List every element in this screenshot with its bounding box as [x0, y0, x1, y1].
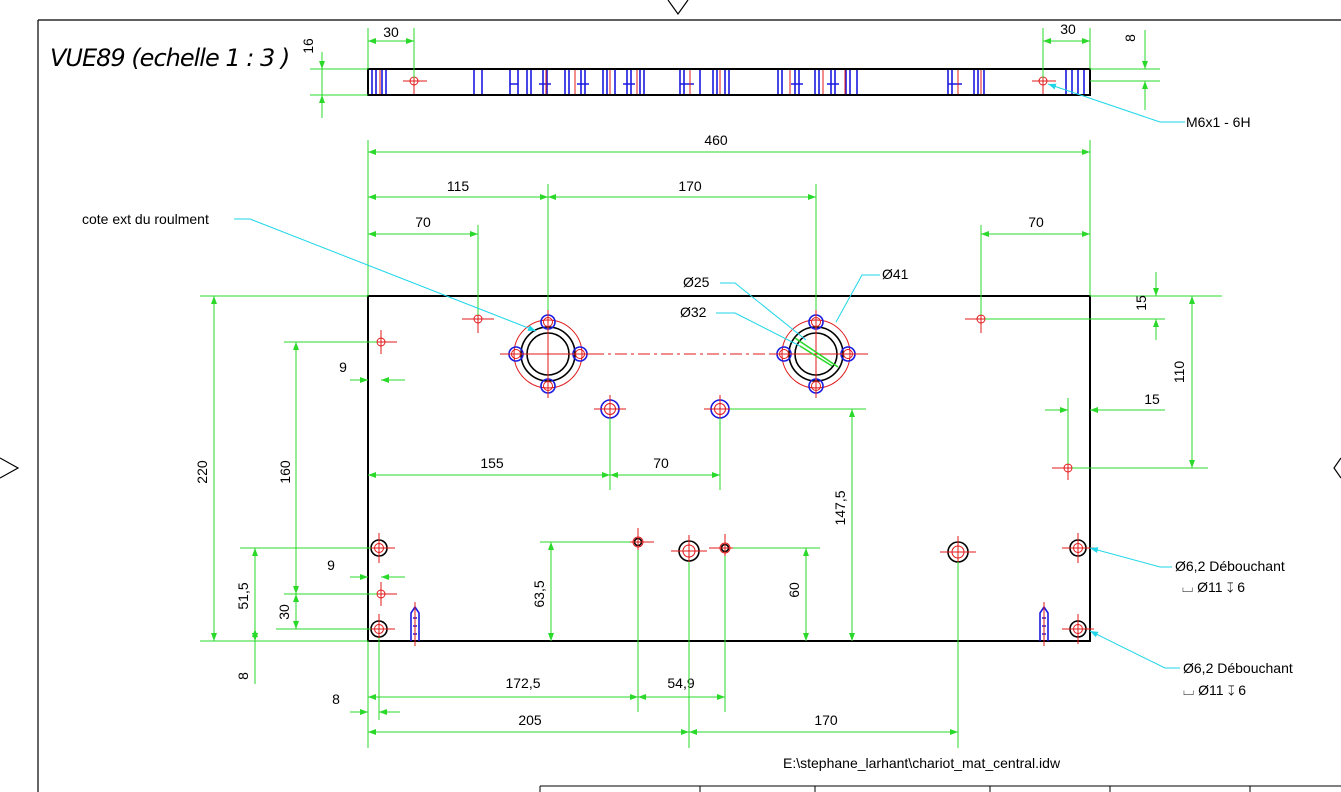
dim-30-right: 30: [1060, 21, 1076, 37]
counterbored-hole: [1062, 614, 1094, 644]
dim-70-mid: 70: [653, 455, 669, 471]
file-path: E:\stephane_larhant\chariot_mat_central.…: [783, 755, 1061, 771]
side-view-outline: [367, 68, 1091, 96]
dim-70-left: 70: [415, 214, 431, 230]
dim-170-bottom: 170: [814, 712, 838, 728]
dim-115: 115: [447, 178, 470, 194]
edge-tapped-hole: [410, 602, 420, 646]
counterbored-hole: [671, 535, 707, 567]
hole-note-2-line1: Ø6,2 Débouchant: [1183, 660, 1293, 676]
dim-160: 160: [277, 460, 293, 484]
dim-205: 205: [518, 712, 542, 728]
view-title: VUE89 (echelle 1 : 3 ): [50, 44, 289, 72]
dim-8-bottom: 8: [332, 691, 340, 707]
side-view-hidden-holes: [371, 70, 1085, 94]
hole-note-1-line2: ⌴ Ø11 ↧ 6: [1182, 579, 1245, 595]
dim-70-right: 70: [1028, 214, 1044, 230]
dim-54-9: 54,9: [667, 675, 694, 691]
dim-170-top: 170: [678, 178, 702, 194]
dia25-label: Ø25: [683, 274, 710, 290]
hole-note-2-line2: ⌴ Ø11 ↧ 6: [1183, 682, 1246, 698]
plate-dimensions: 460 115 170 70 70 15 110 15 9 220: [194, 132, 1222, 748]
dim-16: 16: [300, 38, 316, 54]
plate-outline: [367, 295, 1091, 642]
dim-172-5: 172,5: [505, 675, 540, 691]
edge-tapped-hole: [1039, 602, 1049, 646]
side-view-centerlines: [379, 70, 1056, 94]
dim-15-top: 15: [1133, 295, 1149, 311]
dim-8-top: 8: [1122, 34, 1138, 42]
dim-460: 460: [704, 132, 728, 148]
thread-note: M6x1 - 6H: [1186, 114, 1251, 130]
hole-note-1-line1: Ø6,2 Débouchant: [1175, 558, 1285, 574]
dim-63-5: 63,5: [531, 580, 547, 607]
dim-8-left: 8: [235, 672, 251, 680]
center-mark-right: [1333, 457, 1341, 479]
dim-51-5: 51,5: [235, 582, 251, 609]
dim-9-bottom: 9: [327, 557, 335, 573]
side-view: [367, 68, 1091, 96]
bearing-bore-left: [502, 310, 594, 398]
dim-30-left: 30: [383, 24, 399, 40]
dim-147-5: 147,5: [832, 490, 848, 525]
dim-155: 155: [480, 455, 504, 471]
dim-60: 60: [786, 582, 802, 598]
dim-30-left: 30: [276, 604, 292, 620]
dim-110: 110: [1171, 361, 1187, 384]
bearing-note: cote ext du roulment: [82, 211, 209, 227]
annotations: cote ext du roulment Ø25 Ø32 Ø41 Ø6,2 Dé…: [82, 211, 1293, 698]
side-view-dimensions: 16 30 30 8 M6x1 - 6H: [300, 21, 1251, 130]
center-mark-top: [667, 0, 689, 16]
dia41-label: Ø41: [882, 266, 909, 282]
dim-15-right: 15: [1144, 391, 1160, 407]
dim-9-top: 9: [339, 359, 347, 375]
dia32-label: Ø32: [680, 304, 707, 320]
dim-220: 220: [194, 460, 210, 484]
bearing-bore-right: [770, 310, 868, 398]
counterbored-hole: [1062, 533, 1094, 563]
center-mark-left: [0, 457, 20, 479]
